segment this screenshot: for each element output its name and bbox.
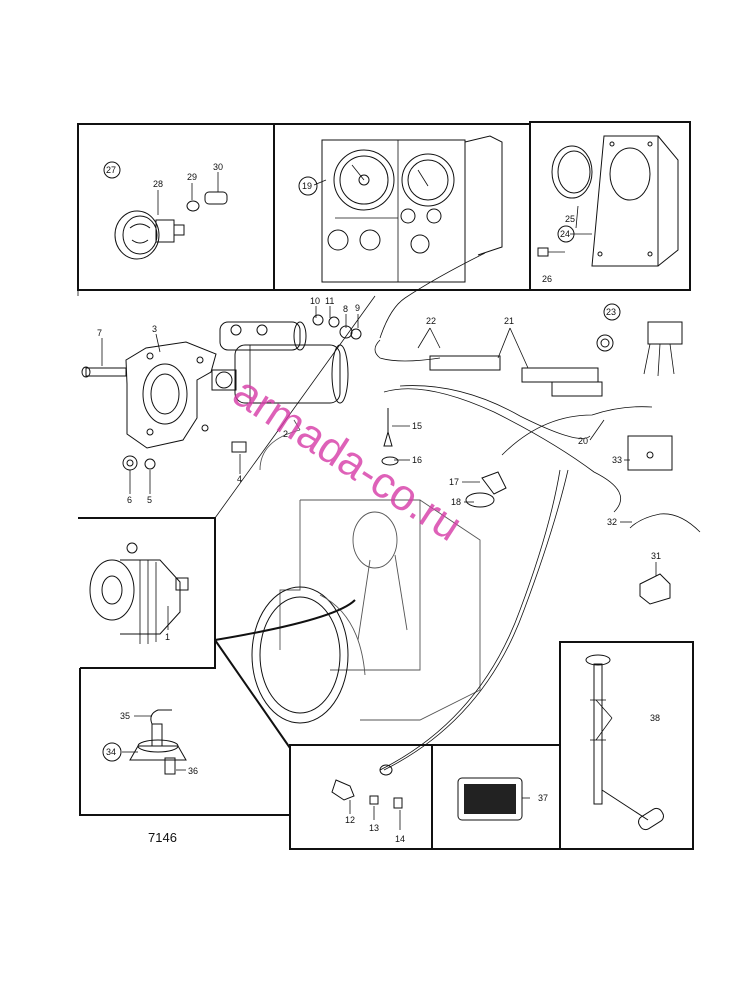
- callout-31: 31: [651, 551, 661, 561]
- wiring-harness: [214, 252, 701, 776]
- callout-29: 29: [187, 172, 197, 182]
- callout-13: 13: [369, 823, 379, 833]
- callout-30: 30: [213, 162, 223, 172]
- callout-24: 24: [560, 229, 570, 239]
- callout-rings: [102, 161, 621, 762]
- callout-18: 18: [451, 497, 461, 507]
- callout-12: 12: [345, 815, 355, 825]
- cover-plate-24: [537, 135, 679, 267]
- callout-19: 19: [302, 181, 312, 191]
- callout-9: 9: [355, 303, 360, 313]
- callout-36: 36: [188, 766, 198, 776]
- leader-lines: [101, 205, 657, 830]
- callout-7: 7: [97, 328, 102, 338]
- callout-14: 14: [395, 834, 405, 844]
- callout-3: 3: [152, 324, 157, 334]
- drawing-number: 7146: [148, 830, 177, 845]
- instrument-panel-19: [313, 135, 503, 283]
- decal-37: [457, 777, 523, 821]
- callout-labels: 27 28 29 30 19 25 24 26 7 3 10 11 8 9 22…: [97, 162, 661, 844]
- panel-frames: [77, 121, 694, 850]
- callout-11: 11: [325, 296, 334, 306]
- alternator-1: [89, 542, 189, 644]
- callout-32: 32: [607, 517, 617, 527]
- sensor-12: [331, 779, 403, 809]
- callout-17: 17: [449, 477, 459, 487]
- fuel-pump-34: [129, 709, 187, 775]
- callout-4: 4: [237, 474, 242, 484]
- callout-38: 38: [650, 713, 660, 723]
- callout-20: 20: [578, 436, 588, 446]
- callout-25: 25: [565, 214, 575, 224]
- callout-21: 21: [504, 316, 514, 326]
- callout-5: 5: [147, 495, 152, 505]
- callout-15: 15: [412, 421, 422, 431]
- engine-block: [251, 419, 481, 724]
- callout-10: 10: [310, 296, 320, 306]
- callout-8: 8: [343, 304, 348, 314]
- callout-37: 37: [538, 793, 548, 803]
- callout-23: 23: [606, 307, 616, 317]
- gauge-assembly-27: [114, 172, 228, 260]
- callout-22: 22: [426, 316, 436, 326]
- callout-16: 16: [412, 455, 422, 465]
- fuel-sender-38: [585, 654, 664, 831]
- callout-34: 34: [106, 747, 116, 757]
- callout-2: 2: [283, 429, 288, 439]
- callout-33: 33: [612, 455, 622, 465]
- callout-27: 27: [106, 165, 116, 175]
- callout-1: 1: [165, 632, 170, 642]
- callout-28: 28: [153, 179, 163, 189]
- callout-6: 6: [127, 495, 132, 505]
- callout-35: 35: [120, 711, 130, 721]
- callout-26: 26: [542, 274, 552, 284]
